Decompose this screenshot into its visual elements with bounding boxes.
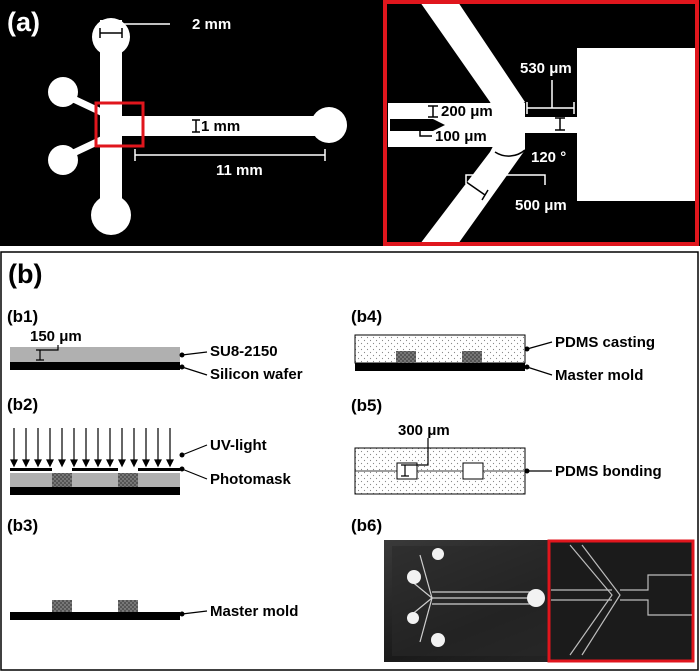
uv-arrow-head (10, 459, 18, 468)
uv-arrow-head (142, 459, 150, 468)
uv-arrow-head (22, 459, 30, 468)
label-master-mold-b4: Master mold (555, 367, 643, 384)
su8-layer (10, 347, 180, 362)
lower-side-reservoir (48, 145, 78, 175)
nozzle-join (505, 103, 525, 150)
device-overview (48, 18, 347, 235)
uv-arrow-head (130, 459, 138, 468)
mold-feature-1 (52, 600, 72, 612)
zoom-inset: 530 μm 200 μm 100 μm 200 μm 120 ° 500 μm (383, 0, 699, 246)
uv-arrow-head (166, 459, 174, 468)
label-530um: 530 μm (520, 60, 572, 77)
panel-b: (b) (b1) 150 μm SU8-2150 Silicon wafer (… (0, 251, 699, 671)
label-100um: 100 μm (435, 128, 487, 145)
step-b3: (b3) Master mold (7, 516, 298, 620)
label-b4: (b4) (351, 307, 382, 326)
mold-base (10, 612, 180, 620)
step-b5: (b5) 300 μm PDMS bonding (351, 396, 662, 495)
label-master-mold-b3: Master mold (210, 603, 298, 620)
label-1mm: 1 mm (201, 118, 240, 135)
exposed-region-2 (118, 473, 138, 487)
exposed-region-1 (52, 473, 72, 487)
label-300um: 300 μm (398, 422, 450, 439)
channel-1 (396, 462, 418, 480)
step-b2: (b2) UV-light Photomask (7, 395, 292, 495)
uv-arrow-head (58, 459, 66, 468)
channel-2 (462, 462, 484, 480)
label-su8: SU8-2150 (210, 343, 278, 360)
label-uv-light: UV-light (210, 437, 267, 454)
label-2mm: 2 mm (192, 16, 231, 33)
zoom-channels (388, 2, 697, 244)
label-150um: 150 μm (30, 328, 82, 345)
orifice-channel (520, 117, 580, 133)
bottom-reservoir (91, 195, 131, 235)
uv-arrow-head (46, 459, 54, 468)
upper-side-reservoir (48, 77, 78, 107)
label-b2: (b2) (7, 395, 38, 414)
uv-arrow-head (94, 459, 102, 468)
mask-gap-1 (52, 468, 72, 471)
label-b6: (b6) (351, 516, 382, 535)
label-200um-orifice: 200 μm (578, 117, 630, 134)
uv-arrows (10, 428, 174, 468)
label-b3: (b3) (7, 516, 38, 535)
uv-arrow-head (118, 459, 126, 468)
dim-530 (526, 80, 575, 114)
panel-label-a: (a) (7, 7, 40, 37)
top-reservoir (92, 18, 130, 56)
photomask (10, 468, 180, 471)
upper-diagonal-arm (420, 2, 525, 120)
uv-arrow-head (82, 459, 90, 468)
silicon-wafer (10, 362, 180, 370)
outlet-reservoir (311, 107, 347, 143)
label-120deg: 120 ° (531, 149, 566, 166)
photo-ports (407, 548, 545, 647)
panel-label-b: (b) (8, 259, 42, 289)
label-pdms-casting: PDMS casting (555, 334, 655, 351)
mold-feature-2 (118, 600, 138, 612)
panel-a: 2 mm 1 mm 11 mm (a) (0, 0, 700, 246)
photo-channels (409, 554, 535, 643)
uv-arrow-head (154, 459, 162, 468)
step-b1: (b1) 150 μm SU8-2150 Silicon wafer (7, 307, 303, 383)
photo-zoom-channels (551, 544, 692, 656)
pdms-layer (354, 334, 526, 364)
zoom-inset-border (383, 0, 699, 246)
mask-gap-2 (118, 468, 138, 471)
label-b1: (b1) (7, 307, 38, 326)
chip-photo (384, 539, 695, 663)
label-11mm: 11 mm (216, 162, 263, 179)
dim-11mm (134, 149, 326, 161)
overview-dimensions (99, 28, 200, 133)
zoom-dimensions (401, 105, 565, 157)
dim-500 (448, 166, 489, 201)
zoom-highlight-box (94, 101, 145, 148)
label-500um: 500 μm (515, 197, 567, 214)
label-silicon-wafer: Silicon wafer (210, 366, 303, 383)
expansion-chamber (577, 48, 697, 201)
step-b6: (b6) (351, 516, 695, 663)
label-200um-inlet: 200 μm (441, 103, 493, 120)
label-photomask: Photomask (210, 471, 292, 488)
step-b4: (b4) PDMS casting Master mold (351, 307, 655, 384)
uv-arrow-head (34, 459, 42, 468)
lower-diagonal-arm (420, 133, 525, 244)
photo-zoom-inset (547, 539, 695, 663)
uv-arrow-head (70, 459, 78, 468)
label-pdms-bonding: PDMS bonding (555, 463, 662, 480)
label-b5: (b5) (351, 396, 382, 415)
outlet-channel (122, 116, 332, 136)
uv-arrow-head (106, 459, 114, 468)
